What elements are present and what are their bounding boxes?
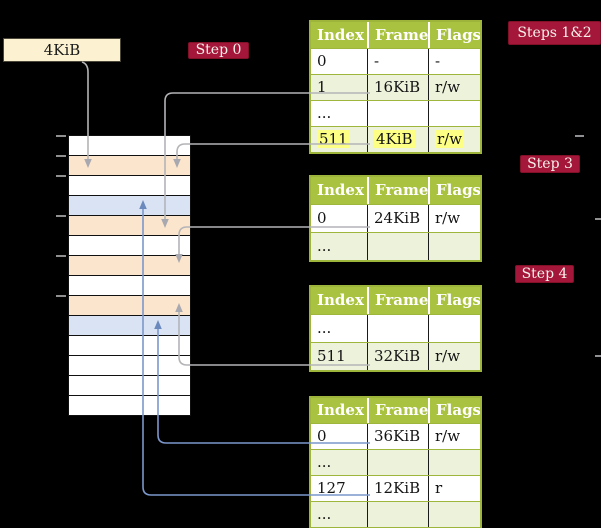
- frame-tick: [56, 215, 66, 217]
- memory-frame-row-white: [69, 135, 190, 155]
- table-cell: ...: [317, 505, 332, 523]
- table-cell: [367, 233, 428, 260]
- step-4-label: Step 4: [515, 265, 574, 283]
- table-cell: [428, 502, 480, 527]
- root-frame-pointer-box: 4KiB: [3, 38, 121, 62]
- table-cell: 0: [317, 52, 327, 70]
- table-row: ...: [311, 449, 480, 475]
- table-cell: r/w: [428, 343, 480, 370]
- memory-frame-row-peach: [69, 155, 190, 175]
- memory-frame-row-white: [69, 275, 190, 295]
- table-cell: 16KiB: [367, 75, 428, 100]
- frame-tick: [56, 295, 66, 297]
- frame-tick: [56, 135, 66, 137]
- table-cell: r/w: [428, 127, 480, 152]
- frame-tick: [56, 255, 66, 257]
- table-header-cell: Flags: [428, 287, 480, 314]
- table-header-cell: Index: [317, 291, 364, 309]
- highlighted-entry: r/w: [435, 130, 465, 148]
- table-cell: ...: [317, 104, 332, 122]
- memory-frame-row-white: [69, 395, 190, 415]
- table-header-cell: Flags: [428, 398, 480, 423]
- table-cell: 12KiB: [367, 476, 428, 501]
- table-cell: r/w: [428, 205, 480, 232]
- table-cell: ...: [317, 237, 332, 255]
- table-cell: [428, 101, 480, 126]
- table-cell: [428, 315, 480, 342]
- memory-frame-row-peach: [69, 255, 190, 275]
- table-cell: 32KiB: [367, 343, 428, 370]
- table-header-cell: Frame: [367, 287, 428, 314]
- table-row: ...: [311, 100, 480, 126]
- table-cell: [367, 101, 428, 126]
- table-cell: [367, 450, 428, 475]
- memory-frame-row-peach: [69, 295, 190, 315]
- table-cell: ...: [317, 319, 332, 337]
- highlighted-entry: 4KiB: [374, 130, 415, 148]
- table-cell: 511: [311, 127, 367, 152]
- table-cell: 36KiB: [367, 424, 428, 449]
- table-cell: [367, 502, 428, 527]
- table-cell: 24KiB: [367, 205, 428, 232]
- steps-1-2-label: Steps 1&2: [508, 21, 601, 45]
- table-row: ...: [311, 314, 480, 342]
- table-header-cell: Flags: [428, 177, 480, 204]
- table-cell: -: [428, 49, 480, 74]
- frame-tick: [56, 175, 66, 177]
- physical-memory-column: [68, 135, 191, 416]
- table-cell: -: [367, 49, 428, 74]
- memory-frame-row-white: [69, 355, 190, 375]
- table-row: ...: [311, 501, 480, 527]
- memory-frame-row-blue: [69, 195, 190, 215]
- table-cell: 0: [317, 427, 327, 445]
- memory-frame-row-white: [69, 235, 190, 255]
- table-cell: [428, 233, 480, 260]
- table-header-cell: Flags: [428, 22, 480, 48]
- table-header-cell: Frame: [367, 22, 428, 48]
- memory-frame-row-white: [69, 375, 190, 395]
- table-cell: 127: [317, 479, 346, 497]
- table-cell: r/w: [428, 424, 480, 449]
- table-cell: 511: [317, 347, 346, 365]
- table-cell: r: [428, 476, 480, 501]
- table-cell: [367, 315, 428, 342]
- table-header-cell: Frame: [367, 177, 428, 204]
- table-header-cell: Index: [317, 181, 364, 199]
- highlighted-entry: 511: [317, 130, 350, 148]
- table-row: ...: [311, 232, 480, 260]
- table-cell: r/w: [428, 75, 480, 100]
- memory-frame-row-white: [69, 335, 190, 355]
- step-0-label: Step 0: [188, 42, 249, 59]
- memory-frame-row-white: [69, 175, 190, 195]
- table-header-cell: Frame: [367, 398, 428, 423]
- step-3-label: Step 3: [520, 155, 580, 173]
- table-header-cell: Index: [317, 26, 364, 44]
- memory-frame-row-blue: [69, 315, 190, 335]
- table-cell: 1: [317, 78, 327, 96]
- memory-frame-row-peach: [69, 215, 190, 235]
- table-row: 0 --: [311, 48, 480, 74]
- frame-tick: [56, 155, 66, 157]
- table-header-cell: Index: [317, 401, 364, 419]
- table-cell: ...: [317, 453, 332, 471]
- table-cell: 0: [317, 209, 327, 227]
- table-row: 511 4KiB r/w: [311, 126, 480, 152]
- table-cell: 4KiB: [367, 127, 428, 152]
- table-cell: [428, 450, 480, 475]
